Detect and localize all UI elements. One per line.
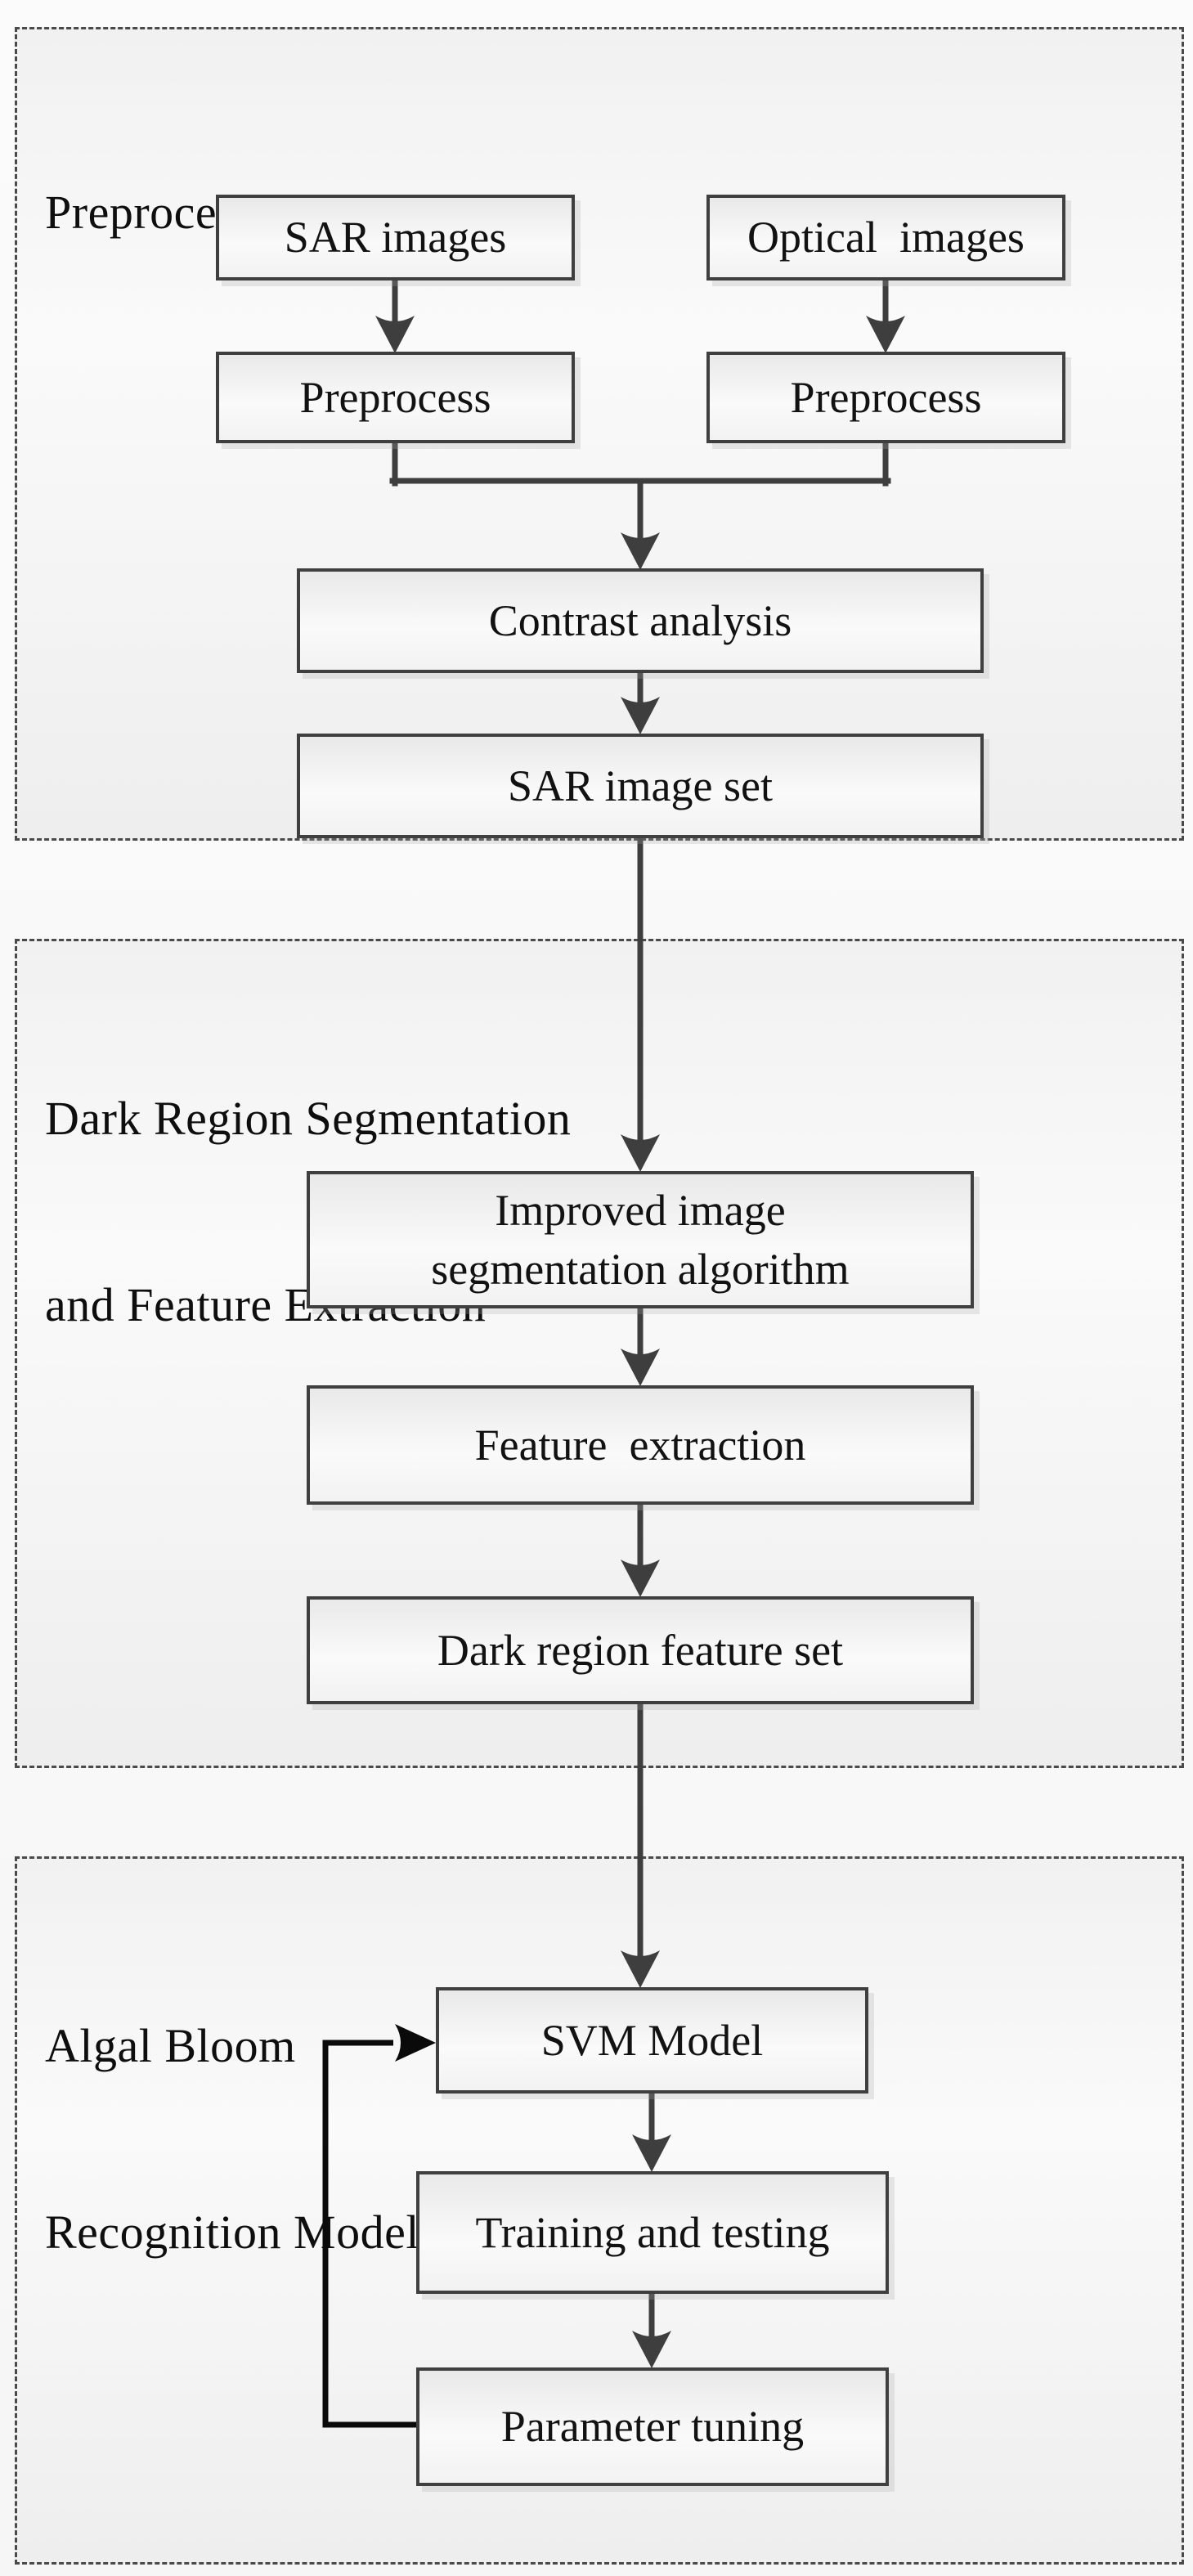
arrow-optical-images-to-preprocess: [866, 279, 905, 353]
feedback-loop-parameter-tuning-to-svm: [322, 2024, 436, 2428]
node-preprocess-right: Preprocess: [706, 352, 1065, 443]
arrow-sar-images-to-preprocess: [375, 279, 415, 353]
arrow-improved-segmentation-to-feature-extraction: [621, 1307, 660, 1386]
merge-connector: [389, 437, 891, 487]
arrow-merge-to-contrast-analysis: [621, 481, 660, 570]
node-contrast-analysis: Contrast analysis: [297, 568, 984, 673]
title-line: Recognition Model: [45, 2206, 419, 2259]
node-sar-image-set: SAR image set: [297, 734, 984, 838]
arrow-contrast-to-sar-image-set: [621, 671, 660, 734]
section-title-algal-bloom: Algal Bloom Recognition Model: [45, 1891, 419, 2388]
node-optical-images: Optical images: [706, 195, 1065, 280]
node-sar-images: SAR images: [216, 195, 575, 280]
node-feature-extraction: Feature extraction: [307, 1385, 974, 1505]
arrow-feature-extraction-to-dark-region-set: [621, 1503, 660, 1597]
arrow-dark-region-set-to-svm-model: [621, 1703, 660, 1988]
node-svm-model: SVM Model: [436, 1987, 868, 2094]
node-training-testing: Training and testing: [416, 2171, 889, 2294]
node-parameter-tuning: Parameter tuning: [416, 2367, 889, 2486]
title-line: Algal Bloom: [45, 2019, 296, 2072]
arrow-svm-model-to-training-testing: [632, 2092, 671, 2172]
title-line: Dark Region Segmentation: [45, 1092, 572, 1145]
node-dark-region-feature-set: Dark region feature set: [307, 1596, 974, 1704]
node-preprocess-left: Preprocess: [216, 352, 575, 443]
arrow-sar-image-set-to-improved-segmentation: [621, 837, 660, 1172]
arrow-training-testing-to-parameter-tuning: [632, 2292, 671, 2368]
node-improved-segmentation: Improved image segmentation algorithm: [307, 1171, 974, 1308]
